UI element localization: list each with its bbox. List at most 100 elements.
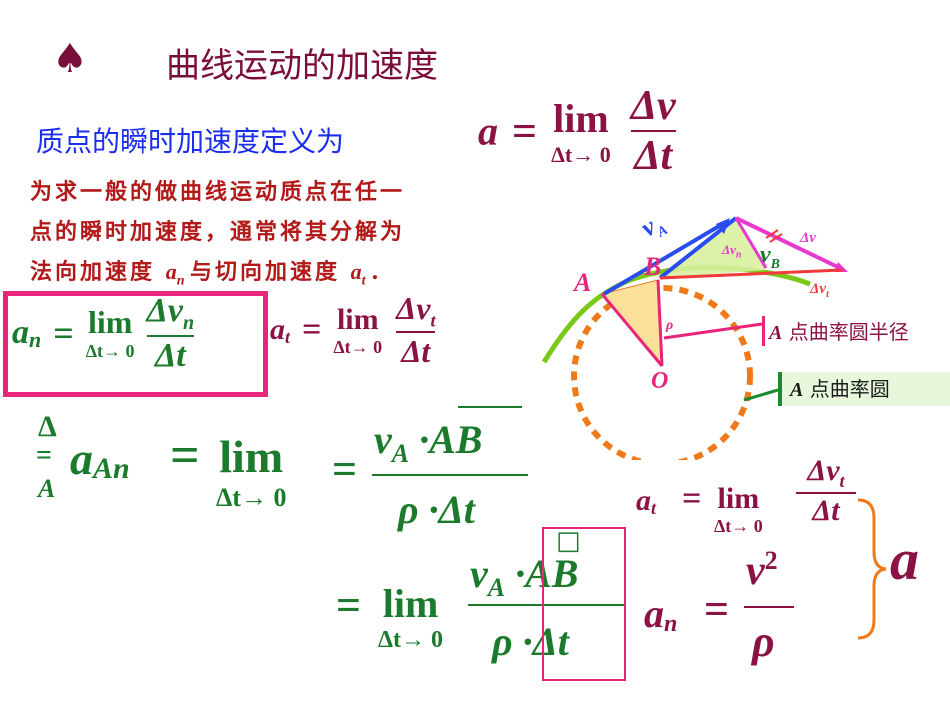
- vA-second: vA: [470, 551, 505, 602]
- arc-overline-1: [458, 406, 522, 408]
- paragraph-line-3-part-1: 法向加速度: [30, 259, 156, 285]
- fraction-dvn-dt: Δvn Δt: [146, 292, 195, 375]
- radius-line-b: [656, 279, 664, 367]
- vA-arrow: [602, 220, 728, 296]
- lim-at: lim: [336, 302, 379, 336]
- limit-block-an: lim Δt→ 0: [86, 304, 135, 362]
- aAn-sub: An: [93, 452, 130, 486]
- dvn-text: Δv: [146, 292, 183, 329]
- aAn-symbol: aAn: [70, 432, 130, 486]
- lim-at-lower: lim: [717, 482, 760, 515]
- label-point-A: A: [574, 268, 592, 297]
- limit-sub-at-lower: Δt→ 0: [714, 516, 763, 536]
- vA-sub-2: A: [487, 573, 506, 602]
- limit-sub-an: Δt→ 0: [85, 341, 135, 362]
- fraction-dvt-dt: Δvt Δt: [396, 290, 436, 370]
- v-letter: v: [746, 548, 765, 594]
- paragraph-line-3-part-2: 与切向加速度: [189, 259, 340, 285]
- rho-second: ρ: [492, 619, 513, 664]
- label-vB: vB: [760, 242, 780, 273]
- circle-callout: A 点曲率圆: [778, 372, 950, 406]
- dvt-sub: t: [430, 310, 436, 331]
- glitch-fragment-a: A: [38, 474, 56, 503]
- circle-callout-A: A: [790, 379, 804, 401]
- vA-letter: v: [374, 417, 392, 462]
- circle-pointer-line: [743, 388, 779, 402]
- vA-sub: A: [391, 439, 410, 468]
- tick-mark-1: [765, 229, 779, 239]
- limit-sub-at: Δt→ 0: [333, 336, 383, 357]
- denominator-an: Δt: [154, 336, 186, 374]
- symbol-at-inline: at: [350, 259, 371, 288]
- rho-denominator: ρ: [752, 617, 775, 666]
- numerator-dvn: Δvn: [147, 292, 195, 335]
- fraction-bar-at-lower: [796, 492, 856, 494]
- radius-pointer-line: [663, 322, 763, 340]
- label-dv: Δv: [800, 230, 817, 246]
- lim-text: lim: [553, 95, 609, 141]
- second-fraction-bar: [468, 604, 624, 606]
- highlight-box-ab: [542, 527, 626, 681]
- at-sub-big: t: [285, 326, 291, 347]
- dvt-sub-lower: t: [839, 471, 845, 491]
- square-exponent: 2: [764, 546, 778, 575]
- fraction-bar-at: [396, 331, 436, 334]
- second-fraction-numerator: vA ·AB: [470, 550, 578, 603]
- an-sub: n: [176, 273, 185, 289]
- highlight-box-an: [3, 291, 268, 397]
- definition-text: 质点的瞬时加速度定义为: [36, 125, 345, 158]
- limit-subscript: Δt→ 0: [551, 141, 611, 167]
- label-dvt-sub: t: [826, 289, 829, 300]
- second-fraction-denominator: ρ·Δt: [492, 618, 569, 665]
- spade-icon: ♠: [52, 36, 88, 82]
- at-letter: a: [350, 259, 362, 284]
- radius-callout-text: 点曲率圆半径: [788, 320, 909, 344]
- at-letter-big: a: [270, 312, 285, 346]
- at-symbol: at: [270, 313, 294, 347]
- an-symbol-lower: an: [644, 590, 677, 638]
- circle-callout-text: 点曲率圆: [809, 377, 890, 401]
- limit-sub-aAn: Δt→ 0: [216, 483, 287, 512]
- symbol-a: a: [478, 108, 498, 154]
- equals-at-lower: =: [682, 480, 702, 517]
- at-symbol-lower: at: [636, 484, 656, 519]
- an-letter: a: [165, 259, 177, 284]
- label-vB-letter: v: [760, 242, 771, 268]
- limit-sub-second: Δt→ 0: [378, 627, 444, 653]
- tangential-acceleration-formula: at = lim Δt→ 0 Δvt Δt: [270, 290, 436, 370]
- radius-callout-A: A: [769, 322, 783, 344]
- equals-aAn: =: [170, 427, 200, 484]
- dvt-arrow: [659, 268, 843, 280]
- curvature-diagram: [541, 216, 848, 460]
- dvn-sub: n: [182, 311, 195, 334]
- dvn-arrow: [734, 217, 768, 269]
- an-sub-lower: n: [664, 611, 678, 638]
- curly-brace-icon: [857, 498, 887, 640]
- v2-fraction-bar: [744, 606, 794, 608]
- denominator-at: Δt: [401, 333, 431, 370]
- tick-mark-2: [769, 233, 783, 243]
- label-dvt: Δvt: [810, 281, 829, 300]
- acceleration-definition-formula: a = lim Δt→ 0 Δv Δt: [478, 82, 676, 180]
- rho-first: ρ: [398, 487, 419, 532]
- label-rho: ρ: [666, 318, 674, 333]
- symbol-an-inline: an: [165, 259, 190, 288]
- at-sub: t: [361, 273, 366, 289]
- glitch-fragment-equals: =: [36, 440, 52, 471]
- label-dvn: Δvn: [722, 242, 741, 261]
- normal-acceleration-formula: an = lim Δt→ 0 Δvn Δt: [12, 292, 195, 375]
- an-symbol: an: [12, 314, 45, 352]
- label-vB-sub: B: [770, 256, 780, 272]
- radius-callout: A 点曲率圆半径: [762, 316, 950, 346]
- denominator: Δt: [634, 133, 673, 179]
- lim-aAn: lim: [219, 431, 284, 482]
- limit-block-second: lim Δt→ 0: [378, 580, 443, 654]
- dot-ab-second: ·AB: [515, 551, 579, 596]
- sector-shading: [601, 279, 663, 366]
- limit-block-at: lim Δt→ 0: [333, 303, 382, 358]
- an-sub-big: n: [29, 326, 42, 352]
- dot-dt-second: ·Δt: [522, 619, 569, 664]
- dot-ab-first: ·AB: [419, 417, 483, 462]
- limit-block: lim Δt→ 0: [551, 95, 611, 168]
- equals-first-fraction: =: [332, 445, 358, 494]
